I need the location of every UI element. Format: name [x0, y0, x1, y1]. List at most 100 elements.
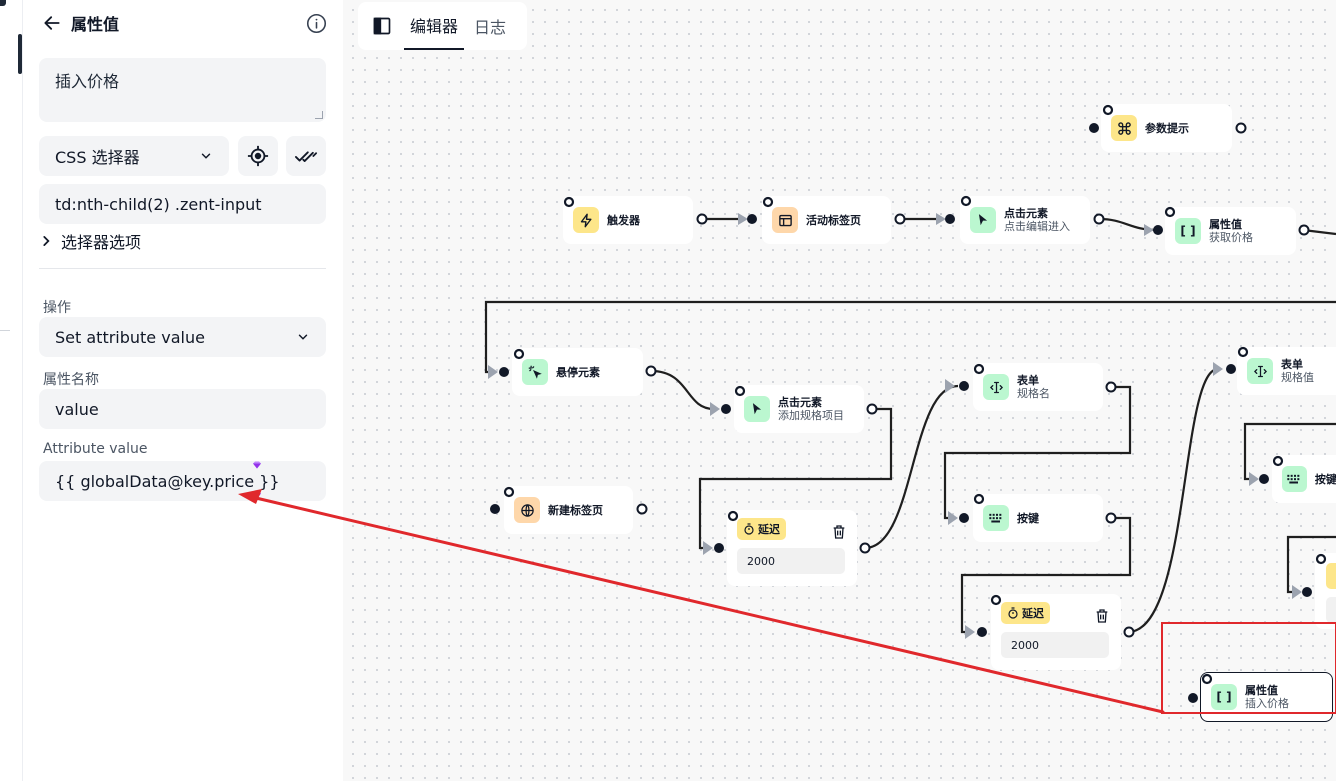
partial-input [1326, 597, 1336, 623]
tab-logs[interactable]: 日志 [474, 18, 507, 37]
partial-tag [1326, 563, 1336, 589]
keyboard-icon [983, 505, 1009, 531]
selector-options-label: 选择器选项 [61, 233, 142, 252]
trash-icon[interactable] [1094, 608, 1110, 624]
panel-header: 属性值 [41, 10, 327, 36]
node-form-spec-value[interactable]: 表单规格值 [1237, 347, 1336, 395]
info-icon [306, 13, 326, 33]
description-text: 插入价格 [55, 72, 120, 91]
selector-type-select[interactable]: CSS 选择器 [39, 136, 229, 176]
node-subtitle: 插入价格 [1245, 697, 1289, 710]
chevron-down-icon [298, 334, 308, 340]
pick-element-button[interactable] [238, 136, 278, 176]
hover-icon [522, 359, 548, 385]
delay-tag: 延迟 [1001, 602, 1050, 624]
node-title: 活动标签页 [806, 213, 861, 227]
globe-icon [514, 497, 540, 523]
delay-title: 延迟 [1022, 607, 1044, 620]
node-title: 属性值 [1245, 684, 1278, 697]
node-subtitle: 获取价格 [1209, 231, 1253, 244]
back-button[interactable] [41, 12, 63, 34]
trash-icon[interactable] [831, 524, 847, 540]
node-title: 点击元素 [778, 396, 822, 409]
action-value: Set attribute value [55, 327, 205, 347]
attr-name-label: 属性名称 [43, 372, 99, 388]
node-hover[interactable]: 悬停元素 [512, 348, 643, 396]
node-click-add-spec[interactable]: 点击元素添加规格项目 [734, 385, 864, 433]
panel-title: 属性值 [71, 15, 120, 34]
node-title: 新建标签页 [548, 503, 603, 517]
arrow-left-icon [44, 16, 60, 30]
node-title: 按键 [1314, 472, 1336, 486]
active-indicator [18, 34, 22, 74]
command-icon [1111, 115, 1137, 141]
toggle-sidebar-button[interactable] [364, 4, 400, 48]
node-title: 表单 [1017, 374, 1039, 387]
node-new-tab[interactable]: 新建标签页 [504, 486, 633, 534]
delay-input[interactable]: 2000 [1001, 632, 1109, 658]
node-keyboard-1[interactable]: 按键 [973, 494, 1103, 542]
node-delay-1[interactable]: 延迟 2000 [727, 510, 857, 586]
verify-selector-button[interactable] [286, 136, 326, 176]
node-title: 触发器 [607, 213, 640, 227]
node-title: 表单 [1281, 358, 1303, 371]
node-subtitle: 点击编辑进入 [1004, 220, 1070, 233]
node-form-spec-name[interactable]: 表单规格名 [973, 363, 1103, 411]
node-title: 属性值 [1209, 218, 1242, 231]
attr-value-input[interactable]: {{ globalData@key.price }} [39, 461, 326, 501]
edge-divider [0, 330, 10, 331]
gem-icon [253, 461, 261, 469]
double-check-icon [294, 151, 317, 162]
selector-options-toggle[interactable]: 选择器选项 [39, 230, 141, 252]
chevron-right-icon [43, 236, 50, 246]
node-title: 按键 [1017, 511, 1039, 525]
cursor-icon [970, 207, 996, 233]
edge-corner-mark [0, 0, 6, 6]
attr-value-text: {{ globalData@key.price }} [55, 471, 280, 491]
delay-tag: 延迟 [737, 518, 786, 540]
sidebar-toggle-icon [373, 17, 391, 35]
bolt-icon [573, 207, 599, 233]
node-attr-get-price[interactable]: [ ] 属性值获取价格 [1165, 207, 1296, 255]
node-partial[interactable] [1315, 553, 1336, 629]
block-settings-panel: 属性值 插入价格 CSS 选择器 td:nth-child(2) .zent-i… [23, 0, 343, 781]
cursor-icon [744, 396, 770, 422]
brackets-icon: [ ] [1211, 684, 1237, 710]
text-cursor-icon [983, 374, 1009, 400]
tab-editor[interactable]: 编辑器 [404, 2, 465, 50]
delay-title: 延迟 [758, 523, 780, 536]
css-selector-value: td:nth-child(2) .zent-input [55, 194, 262, 214]
app-edge-strip [0, 0, 23, 781]
node-param-prompt[interactable]: 参数提示 [1101, 104, 1232, 152]
css-selector-input[interactable]: td:nth-child(2) .zent-input [39, 184, 326, 224]
node-trigger[interactable]: 触发器 [563, 196, 693, 244]
keyboard-icon [1282, 466, 1307, 492]
node-subtitle: 添加规格项目 [778, 409, 844, 422]
node-delay-2[interactable]: 延迟 2000 [991, 594, 1121, 670]
node-title: 悬停元素 [556, 365, 600, 379]
attr-value-label: Attribute value [43, 441, 148, 457]
node-click-edit[interactable]: 点击元素点击编辑进入 [960, 196, 1090, 244]
timer-icon [1008, 607, 1018, 619]
section-divider [39, 268, 326, 269]
brackets-icon: [ ] [1175, 218, 1201, 244]
browser-window-icon [772, 207, 798, 233]
selector-type-value: CSS 选择器 [55, 148, 140, 167]
timer-icon [744, 523, 754, 535]
chevron-down-icon [201, 153, 211, 159]
attr-name-input[interactable]: value [39, 389, 326, 429]
node-title: 参数提示 [1145, 121, 1189, 135]
node-subtitle: 规格名 [1017, 387, 1050, 400]
node-active-tab[interactable]: 活动标签页 [762, 196, 891, 244]
text-cursor-icon [1247, 358, 1273, 384]
action-select[interactable]: Set attribute value [39, 317, 326, 357]
resize-grip-icon[interactable] [315, 111, 323, 119]
action-label: 操作 [43, 300, 71, 316]
delay-input[interactable]: 2000 [737, 548, 845, 574]
node-subtitle: 规格值 [1281, 371, 1314, 384]
info-button[interactable] [305, 12, 327, 34]
description-textarea[interactable]: 插入价格 [39, 58, 326, 122]
attr-name-value: value [55, 399, 99, 419]
